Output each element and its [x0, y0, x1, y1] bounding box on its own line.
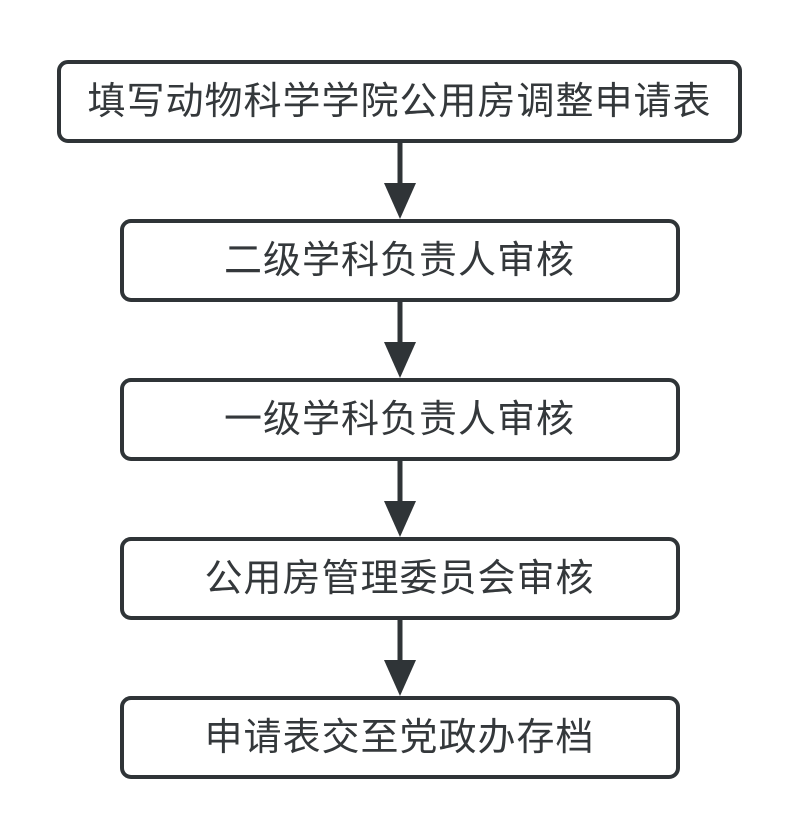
- arrow-down-icon: [383, 501, 416, 537]
- flow-step-second-level-discipline-review: 二级学科负责人审核: [119, 219, 680, 302]
- connector-3: [378, 460, 422, 537]
- arrow-stem: [397, 301, 402, 347]
- flow-step-first-level-discipline-review: 一级学科负责人审核: [119, 378, 680, 461]
- flow-step-housing-committee-review: 公用房管理委员会审核: [119, 537, 680, 620]
- flow-step-label: 申请表交至党政办存档: [204, 716, 595, 759]
- flow-step-archive-at-party-admin-office: 申请表交至党政办存档: [119, 696, 680, 779]
- flow-step-label: 公用房管理委员会审核: [204, 557, 595, 600]
- arrow-stem: [397, 460, 402, 506]
- flow-step-label: 填写动物科学学院公用房调整申请表: [87, 80, 712, 123]
- flow-step-fill-application-form: 填写动物科学学院公用房调整申请表: [57, 60, 742, 143]
- connector-2: [378, 301, 422, 378]
- arrow-stem: [397, 619, 402, 665]
- connector-1: [378, 142, 422, 219]
- flow-step-label: 一级学科负责人审核: [223, 398, 575, 441]
- connector-4: [378, 619, 422, 696]
- flow-step-label: 二级学科负责人审核: [223, 239, 575, 282]
- arrow-down-icon: [383, 183, 416, 219]
- arrow-down-icon: [383, 660, 416, 696]
- arrow-down-icon: [383, 342, 416, 378]
- arrow-stem: [397, 142, 402, 188]
